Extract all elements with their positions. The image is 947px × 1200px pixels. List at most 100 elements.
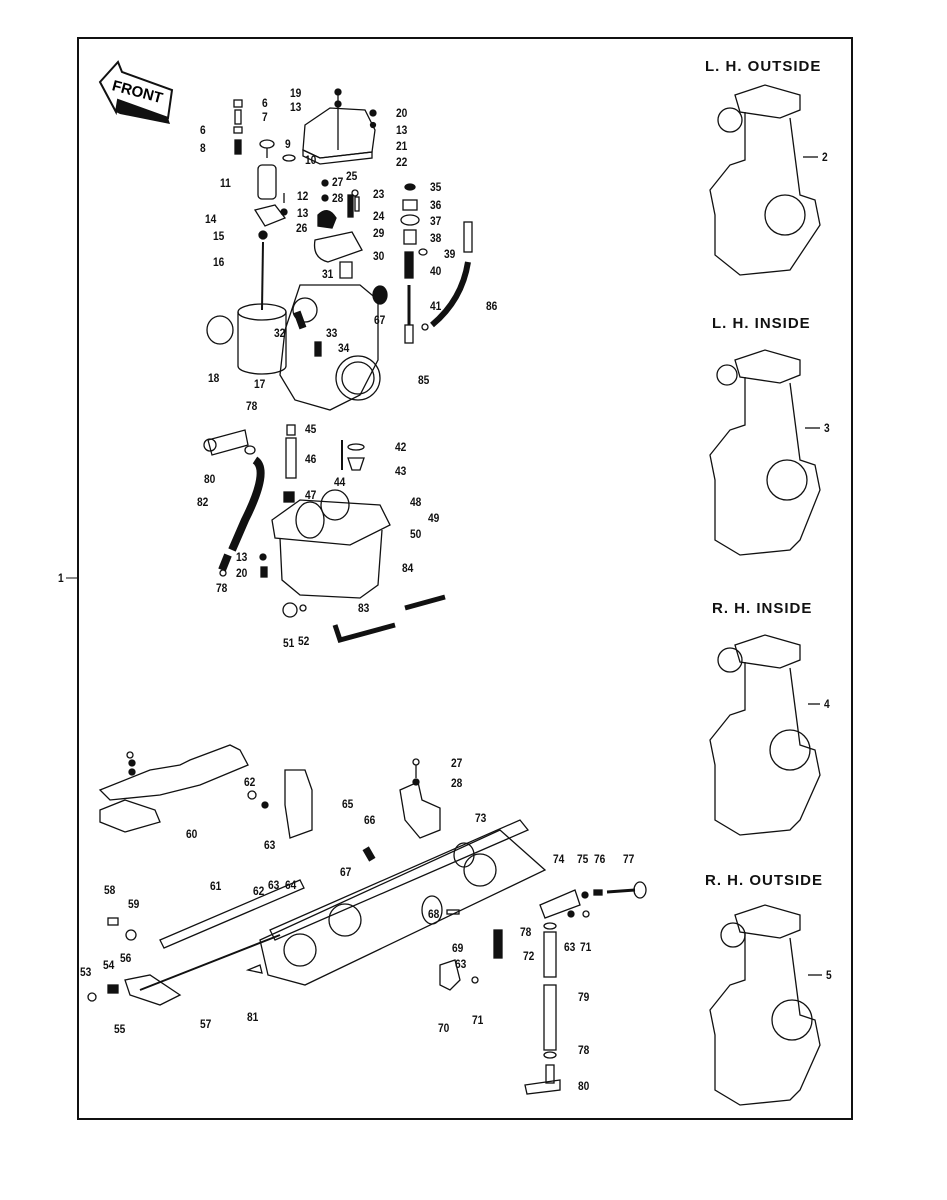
callout: 85 [418,373,430,387]
callout: 13 [290,100,302,114]
callout: 68 [428,907,440,921]
callout-3: 3 [824,421,830,435]
callout: 19 [290,86,302,100]
callout: 15 [213,229,225,243]
view-title-rh-inside: R. H. INSIDE [712,600,813,617]
callout: 20 [236,566,248,580]
callout: 23 [373,187,385,201]
callout: 75 [577,852,589,866]
callout: 54 [103,958,115,972]
view-title-lh-inside: L. H. INSIDE [712,315,811,332]
callout: 49 [428,511,440,525]
callout: 55 [114,1022,126,1036]
carb-view-lh-inside [709,349,821,556]
part-6-top [233,99,243,108]
callout: 6 [200,123,206,137]
callout: 86 [486,299,498,313]
upper-carb-assembly [203,88,473,644]
callout: 78 [578,1043,590,1057]
callout: 79 [578,990,590,1004]
callout: 81 [247,1010,259,1024]
callout: 74 [553,852,565,866]
callout: 41 [430,299,442,313]
callout: 50 [410,527,422,541]
callout: 62 [244,775,256,789]
callout: 36 [430,198,442,212]
callout: 34 [338,341,350,355]
callout: 37 [430,214,442,228]
view-title-rh-outside: R. H. OUTSIDE [705,872,824,889]
callout: 35 [430,180,442,194]
callout: 78 [246,399,258,413]
carb-view-rh-outside [709,904,821,1106]
callout: 82 [197,495,209,509]
lower-linkage-assembly [87,744,647,1095]
callout: 18 [208,371,220,385]
callout: 67 [374,313,386,327]
callout: 44 [334,475,346,489]
callout: 71 [580,940,592,954]
callout: 21 [396,139,408,153]
callout: 22 [396,155,408,169]
callout: 56 [120,951,132,965]
callout: 57 [200,1017,212,1031]
callout: 13 [297,206,309,220]
callout: 32 [274,326,286,340]
callout: 10 [305,153,317,167]
callout: 52 [298,634,310,648]
callout: 53 [80,965,92,979]
callout: 51 [283,636,295,650]
callout: 24 [373,209,385,223]
callout: 63 [268,878,280,892]
callout: 13 [396,123,408,137]
callout: 14 [205,212,217,226]
part-8 [234,139,242,155]
diagram-frame [77,37,853,1120]
callout: 29 [373,226,385,240]
callout: 39 [444,247,456,261]
callout: 80 [204,472,216,486]
callout: 73 [475,811,487,825]
callout: 7 [262,110,268,124]
callout: 71 [472,1013,484,1027]
carb-views-artwork [709,84,822,1106]
callout: 65 [342,797,354,811]
part-6-bottom [233,126,243,134]
callout: 62 [253,884,265,898]
callout: 16 [213,255,225,269]
callout: 11 [220,176,231,190]
callout-2: 2 [822,150,828,164]
callout: 72 [523,949,535,963]
callout: 63 [564,940,576,954]
callout: 63 [264,838,276,852]
callout: 69 [452,941,464,955]
callout: 83 [358,601,370,615]
callout: 66 [364,813,376,827]
callout: 17 [254,377,266,391]
callout-5: 5 [826,968,832,982]
callout: 60 [186,827,198,841]
callout: 58 [104,883,116,897]
callout: 27 [451,756,463,770]
callout: 77 [623,852,635,866]
callout: 31 [322,267,334,281]
callout: 78 [216,581,228,595]
callout: 70 [438,1021,450,1035]
callout: 28 [451,776,463,790]
callout: 40 [430,264,442,278]
callout: 25 [346,169,358,183]
callout-assembly: 1 [58,571,64,585]
callout: 20 [396,106,408,120]
callout: 8 [200,141,206,155]
callout: 84 [402,561,414,575]
callout: 45 [305,422,317,436]
callout: 47 [305,488,317,502]
callout: 27 [332,175,344,189]
callout: 26 [296,221,308,235]
callout: 80 [578,1079,590,1093]
callout-4: 4 [824,697,830,711]
callout: 12 [297,189,309,203]
callout: 78 [520,925,532,939]
callout: 76 [594,852,606,866]
